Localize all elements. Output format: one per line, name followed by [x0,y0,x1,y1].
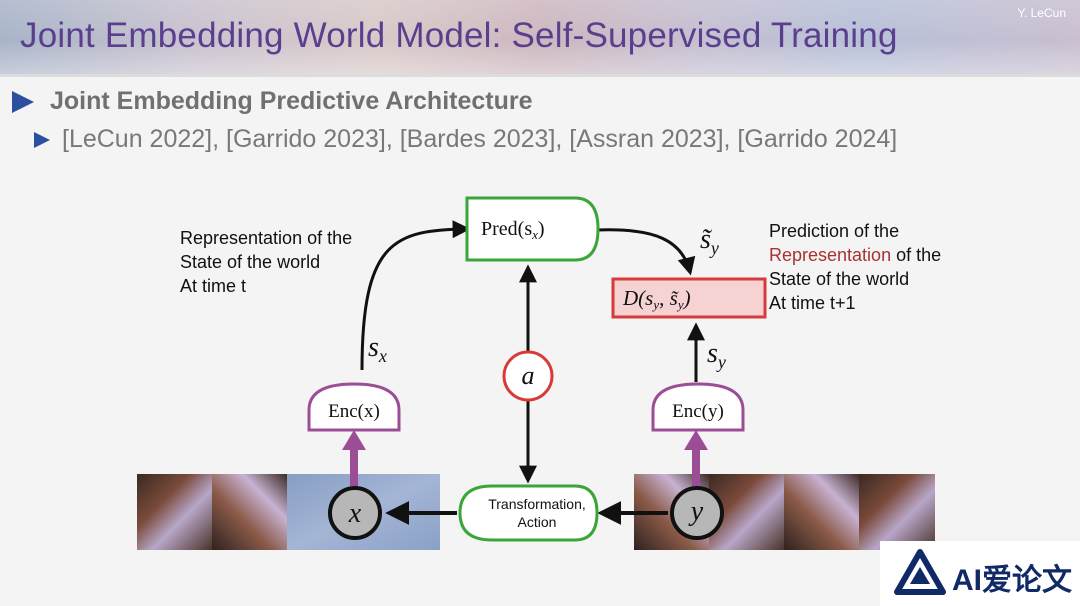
target-y-label: y [688,496,704,527]
watermark-text: AI爱论文 [952,564,1072,597]
transformation-action-box [458,484,599,542]
left-note-line-2: State of the world [180,252,320,272]
encoder-x-box [307,382,401,432]
video-frame [859,474,935,550]
arrow-y-to-enc-head [684,430,708,450]
right-note-line-1: Prediction of the [769,221,899,241]
right-note-line-4: At time t+1 [769,293,856,313]
arrow-sx-to-pred [360,220,471,371]
arrow-x-to-enc-head [342,430,366,450]
title-divider [0,74,1080,77]
author-label: Y. LeCun [1017,6,1067,20]
target-y-node [670,486,724,540]
transformation-line-1: Transformation, [488,496,586,512]
slide-title: Joint Embedding World Model: Self-Superv… [20,16,898,55]
right-triangle-bullet-icon [12,91,34,113]
title-bar-glow [0,0,1080,74]
video-frame [212,474,287,550]
right-note-line-3: State of the world [769,269,909,289]
right-note-line-2: Representation of the [769,245,941,265]
bullet-references: [LeCun 2022], [Garrido 2023], [Bardes 20… [62,125,898,153]
pred-box [465,196,600,262]
left-note-line-3: At time t [180,276,246,296]
right-triangle-bullet-icon [34,132,50,148]
bullet-main: Joint Embedding Predictive Architecture [50,87,533,115]
video-frame [137,474,212,550]
action-a-node [502,350,554,402]
left-note-line-1: Representation of the [180,228,352,248]
ai-logo-icon [894,549,946,595]
watermark [880,541,1080,606]
title-bar [0,0,1080,74]
sy-label: sy [707,338,726,372]
transformation-line-2: Action [518,514,557,530]
pred-label: Pred(sx) [481,218,545,242]
input-x-label: x [348,498,362,529]
encoder-x-label: Enc(x) [328,401,380,422]
energy-d-box [611,277,767,319]
video-frames-y [634,474,935,550]
encoder-y-box [651,382,745,432]
action-a-label: a [522,361,535,390]
encoder-y-label: Enc(y) [672,401,724,422]
sy-tilde-label: s̃y [700,224,719,258]
sx-label: sx [368,332,387,366]
video-frame [784,474,859,550]
energy-d-label: D(sy, s̃y) [622,286,691,312]
input-x-node [328,486,382,540]
arrow-pred-to-d [596,228,696,276]
